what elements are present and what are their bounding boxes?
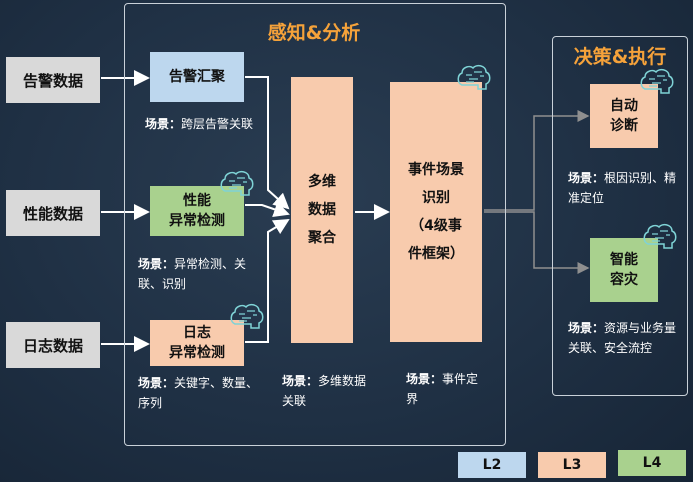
log-detect-line2: 异常检测 xyxy=(169,345,225,361)
auto-diag-node: 自动 诊断 xyxy=(590,84,658,148)
scene-key: 场景： xyxy=(568,321,605,335)
scene-key: 场景： xyxy=(145,117,182,131)
smart-dr-node: 智能 容灾 xyxy=(590,238,658,302)
ai-brain-icon xyxy=(230,303,264,329)
arrow-perf-to-agg xyxy=(245,201,290,217)
event-recog-scene: 场景：事件定界 xyxy=(406,369,486,409)
scene-text: 资源与业务量关联、安全流控 xyxy=(568,321,677,355)
event-recog-node: 事件场景 识别 （4级事 件框架） xyxy=(390,82,482,342)
scene-key: 场景： xyxy=(138,257,175,271)
ai-brain-icon xyxy=(457,64,491,90)
event-recog-line: 件框架） xyxy=(408,246,464,262)
event-recog-line: 事件场景 xyxy=(408,162,464,178)
source-alarm-data: 告警数据 xyxy=(6,57,100,103)
ai-brain-icon xyxy=(220,170,254,196)
multi-agg-node: 多维 数据 聚合 xyxy=(291,77,353,343)
log-detect-line1: 日志 xyxy=(183,325,211,341)
ai-brain-icon xyxy=(640,68,674,94)
arrow-event-to-dr xyxy=(484,211,590,274)
alarm-converge-node: 告警汇聚 xyxy=(150,52,244,102)
arrow-log-to-agg xyxy=(245,218,290,343)
legend-l4: L4 xyxy=(618,450,686,476)
scene-text: 异常检测、关联、识别 xyxy=(138,257,247,291)
event-recog-line: 识别 xyxy=(422,190,450,206)
scene-key: 场景： xyxy=(568,171,605,185)
multi-agg-line: 多维 xyxy=(308,174,336,190)
perf-detect-node: 性能 异常检测 xyxy=(150,186,244,236)
scene-text: 根因识别、精准定位 xyxy=(568,171,677,205)
legend-l2: L2 xyxy=(458,452,526,478)
scene-key: 场景： xyxy=(138,376,175,390)
arrow-event-to-diag xyxy=(484,110,590,211)
decision-title: 决策&执行 xyxy=(573,46,667,68)
multi-agg-scene: 场景：多维数据关联 xyxy=(282,371,378,411)
analysis-panel xyxy=(124,3,506,446)
perf-detect-line1: 性能 xyxy=(183,193,211,209)
alarm-converge-label: 告警汇聚 xyxy=(169,69,225,85)
arrow-alarm-to-agg xyxy=(245,76,290,210)
smart-dr-line2: 容灾 xyxy=(610,272,638,288)
scene-text: 跨层告警关联 xyxy=(181,117,254,131)
ai-brain-icon xyxy=(643,223,677,249)
analysis-title: 感知&分析 xyxy=(267,22,361,44)
scene-text: 多维数据关联 xyxy=(282,374,367,408)
scene-key: 场景： xyxy=(282,374,319,388)
perf-detect-line2: 异常检测 xyxy=(169,213,225,229)
decision-panel xyxy=(552,36,688,396)
auto-diag-line2: 诊断 xyxy=(610,118,638,134)
log-detect-scene: 场景：关键字、数量、序列 xyxy=(138,373,266,413)
scene-key: 场景： xyxy=(406,372,443,386)
scene-text: 事件定界 xyxy=(406,372,479,406)
perf-detect-scene: 场景：异常检测、关联、识别 xyxy=(138,254,258,294)
auto-diag-scene: 场景：根因识别、精准定位 xyxy=(568,168,678,208)
event-recog-line: （4级事 xyxy=(410,218,462,234)
legend-l3: L3 xyxy=(538,452,606,478)
alarm-converge-scene: 场景：跨层告警关联 xyxy=(145,114,255,134)
multi-agg-line: 聚合 xyxy=(308,230,336,246)
smart-dr-line1: 智能 xyxy=(610,252,638,268)
source-perf-data: 性能数据 xyxy=(6,190,100,236)
log-detect-node: 日志 异常检测 xyxy=(150,320,244,366)
source-log-data: 日志数据 xyxy=(6,322,100,368)
multi-agg-line: 数据 xyxy=(308,202,336,218)
scene-text: 关键字、数量、序列 xyxy=(138,376,259,410)
smart-dr-scene: 场景：资源与业务量关联、安全流控 xyxy=(568,318,684,358)
auto-diag-line1: 自动 xyxy=(610,98,638,114)
